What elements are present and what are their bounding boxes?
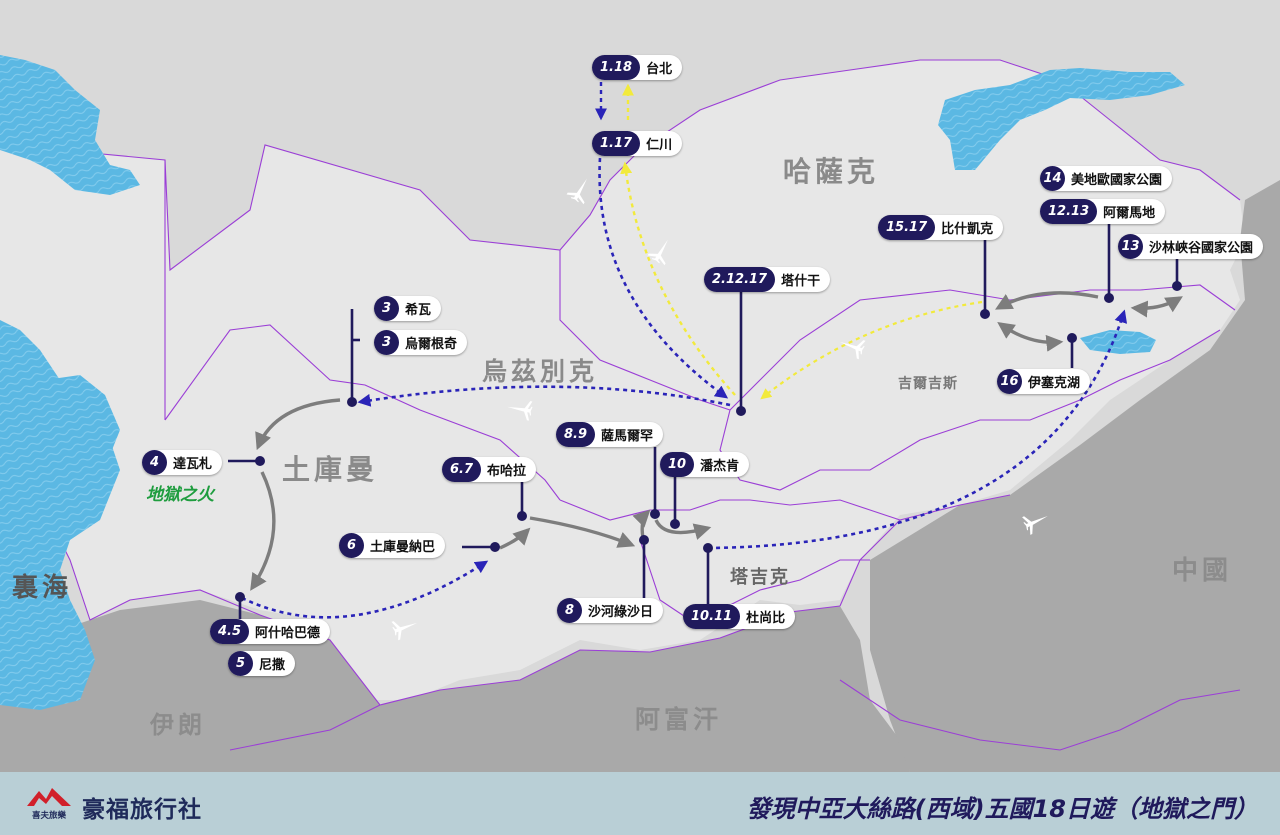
stop-taipei: 1.18 台北 <box>592 55 683 80</box>
day-badge: 2.12.17 <box>704 267 776 292</box>
stop-dushanbe: 10.11 杜尚比 <box>683 604 796 629</box>
country-label-uzbekistan: 烏茲別克 <box>482 357 599 386</box>
country-label-turkmenistan: 土庫曼 <box>282 453 379 486</box>
stop-charyn-canyon: 13 沙林峽谷國家公園 <box>1118 234 1264 259</box>
city-name: 尼撒 <box>259 658 286 673</box>
city-name: 阿什哈巴德 <box>255 626 321 641</box>
day-badge: 3 <box>374 330 399 355</box>
city-name: 阿爾馬地 <box>1103 206 1156 221</box>
city-name: 杜尚比 <box>746 611 786 626</box>
stop-khiva: 3 希瓦 <box>374 296 442 321</box>
caspian-sea <box>0 320 120 710</box>
footer-bar <box>0 772 1280 835</box>
kara-bogaz-gol <box>45 375 120 460</box>
day-badge: 8 <box>557 598 582 623</box>
stop-tashkent: 2.12.17 塔什干 <box>704 267 831 292</box>
city-name: 沙林峽谷國家公園 <box>1149 241 1254 256</box>
city-name: 美地歐國家公園 <box>1071 173 1163 188</box>
day-badge: 12.13 <box>1040 199 1098 224</box>
day-badge: 4 <box>142 450 167 475</box>
stop-panjakent: 10 潘杰肯 <box>660 452 750 477</box>
day-badge: 10.11 <box>683 604 741 629</box>
city-name: 塔什干 <box>781 274 821 289</box>
country-label-china: 中國 <box>1172 556 1233 586</box>
stop-bukhara: 6.7 布哈拉 <box>442 457 537 482</box>
city-name: 薩馬爾罕 <box>601 429 654 444</box>
route-tashkent-urgench <box>357 385 731 407</box>
stop-bishkek: 15.17 比什凱克 <box>878 215 1004 240</box>
day-badge: 15.17 <box>878 215 936 240</box>
day-badge: 14 <box>1040 166 1065 191</box>
city-name: 伊塞克湖 <box>1028 376 1081 391</box>
day-badge: 16 <box>997 369 1022 394</box>
city-name: 比什凱克 <box>941 222 994 237</box>
country-label-tajikistan: 塔吉克 <box>730 567 790 588</box>
leader-lines <box>228 224 1179 620</box>
route-bishkek-tashkent <box>760 300 983 400</box>
route-tashkent-incheon <box>620 161 736 396</box>
country-label-kyrgyzstan: 吉爾吉斯 <box>898 376 958 392</box>
city-name: 台北 <box>646 62 673 77</box>
agency-logo-icon: 喜夫旅樂 <box>27 788 71 821</box>
day-badge: 10 <box>660 452 695 477</box>
country-label-afghanistan: 阿富汗 <box>635 705 723 734</box>
sea-label-caspian: 裏海 <box>12 573 73 603</box>
stop-urgench: 3 烏爾根奇 <box>374 330 468 355</box>
ground-transfers <box>250 291 1183 591</box>
route-ashgabat-turkmenabat <box>241 560 489 619</box>
stop-shakhrisabz: 8 沙河綠沙日 <box>557 598 664 623</box>
city-name: 達瓦札 <box>173 457 213 472</box>
day-badge: 4.5 <box>210 619 250 644</box>
aral-sea <box>0 55 140 195</box>
lake-balkhash <box>938 68 1185 170</box>
day-badge: 5 <box>228 651 253 676</box>
city-dots <box>235 281 1182 602</box>
country-label-iran: 伊朗 <box>150 711 206 739</box>
city-name: 潘杰肯 <box>700 459 740 474</box>
issyk-kul-lake <box>1080 330 1156 354</box>
stop-samarkand: 8.9 薩馬爾罕 <box>556 422 664 447</box>
stop-incheon: 1.17 仁川 <box>592 131 683 156</box>
china-region <box>870 180 1280 772</box>
stop-almaty: 12.13 阿爾馬地 <box>1040 199 1166 224</box>
day-badge: 8.9 <box>556 422 596 447</box>
day-badge: 6.7 <box>442 457 482 482</box>
city-name: 烏爾根奇 <box>405 337 458 352</box>
stop-nisa: 5 尼撒 <box>228 651 296 676</box>
route-dushanbe-almaty <box>707 309 1128 550</box>
day-badge: 3 <box>374 296 399 321</box>
day-badge: 1.18 <box>592 55 641 80</box>
stop-turkmenabat: 6 土庫曼納巴 <box>339 533 446 558</box>
darvaza-highlight: 地獄之火 <box>146 485 214 505</box>
city-name: 沙河綠沙日 <box>588 605 654 620</box>
stop-ashgabat: 4.5 阿什哈巴德 <box>210 619 331 644</box>
afghanistan-region <box>380 606 910 772</box>
logo-caption: 喜夫旅樂 <box>32 810 67 821</box>
route-incheon-tashkent <box>598 157 729 399</box>
city-name: 希瓦 <box>405 303 432 318</box>
city-name: 土庫曼納巴 <box>370 540 436 555</box>
stop-darvaza: 4 達瓦札 <box>142 450 223 475</box>
agency-name: 豪福旅行社 <box>82 797 202 823</box>
day-badge: 1.17 <box>592 131 641 156</box>
tour-title: 發現中亞大絲路(西域)五國18日遊（地獄之門） <box>746 795 1258 823</box>
day-badge: 6 <box>339 533 364 558</box>
stop-issyk-kul: 16 伊塞克湖 <box>997 369 1091 394</box>
day-badge: 13 <box>1118 234 1143 259</box>
country-label-kazakhstan: 哈薩克 <box>783 155 880 188</box>
city-name: 布哈拉 <box>487 464 527 479</box>
stop-medeu: 14 美地歐國家公園 <box>1040 166 1173 191</box>
city-name: 仁川 <box>646 138 673 153</box>
